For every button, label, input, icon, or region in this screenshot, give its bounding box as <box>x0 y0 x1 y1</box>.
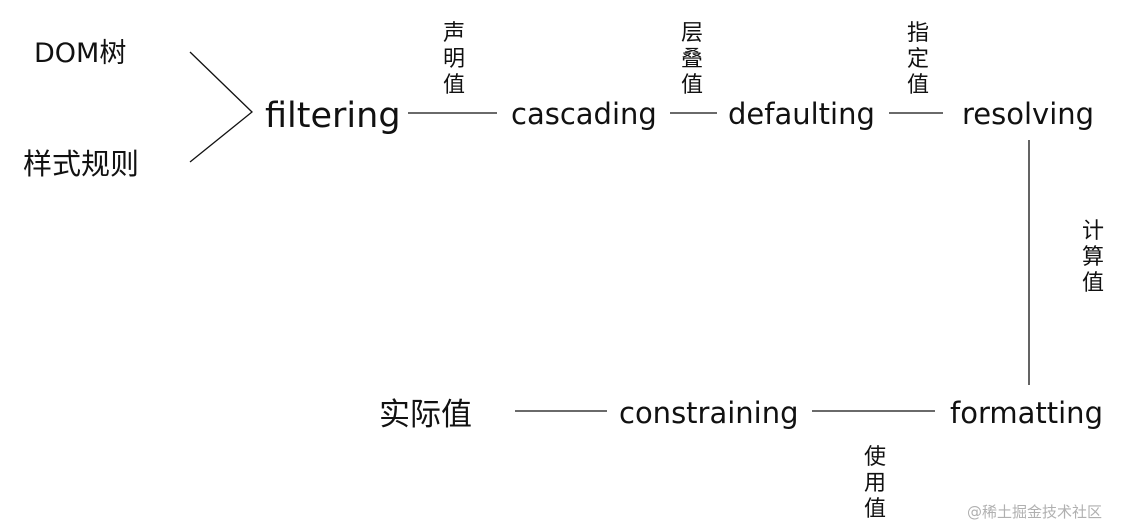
node-constraining: constraining <box>619 396 799 430</box>
label-computed-value-char: 值 <box>1082 271 1104 296</box>
label-cascaded-value: 层 叠 值 <box>681 21 703 98</box>
node-cascading: cascading <box>511 97 657 131</box>
label-computed-value-char: 算 <box>1082 245 1104 270</box>
merge-arrow <box>189 51 253 163</box>
label-specified-value-char: 指 <box>907 21 929 46</box>
label-computed-value: 计 算 值 <box>1082 219 1104 296</box>
label-declared-value-char: 明 <box>443 47 465 72</box>
label-computed-value-char: 计 <box>1082 219 1104 244</box>
node-dom-tree: DOM树 <box>34 38 126 69</box>
label-specified-value: 指 定 值 <box>907 21 929 98</box>
label-specified-value-char: 值 <box>907 73 929 98</box>
label-cascaded-value-char: 值 <box>681 73 703 98</box>
node-style-rules: 样式规则 <box>23 147 139 181</box>
label-declared-value-char: 声 <box>443 21 465 46</box>
node-resolving: resolving <box>962 97 1094 131</box>
label-specified-value-char: 定 <box>907 47 929 72</box>
watermark: @稀土掘金技术社区 <box>967 503 1102 521</box>
label-used-value-char: 使 <box>864 445 886 470</box>
node-defaulting: defaulting <box>728 97 875 131</box>
label-declared-value: 声 明 值 <box>443 21 465 98</box>
label-used-value: 使 用 值 <box>864 445 886 522</box>
label-cascaded-value-char: 叠 <box>681 47 703 72</box>
label-used-value-char: 值 <box>864 497 886 522</box>
node-filtering: filtering <box>265 96 401 136</box>
node-actual-value: 实际值 <box>379 397 472 433</box>
label-declared-value-char: 值 <box>443 73 465 98</box>
label-used-value-char: 用 <box>864 471 886 496</box>
label-cascaded-value-char: 层 <box>681 21 703 46</box>
node-formatting: formatting <box>950 396 1103 430</box>
